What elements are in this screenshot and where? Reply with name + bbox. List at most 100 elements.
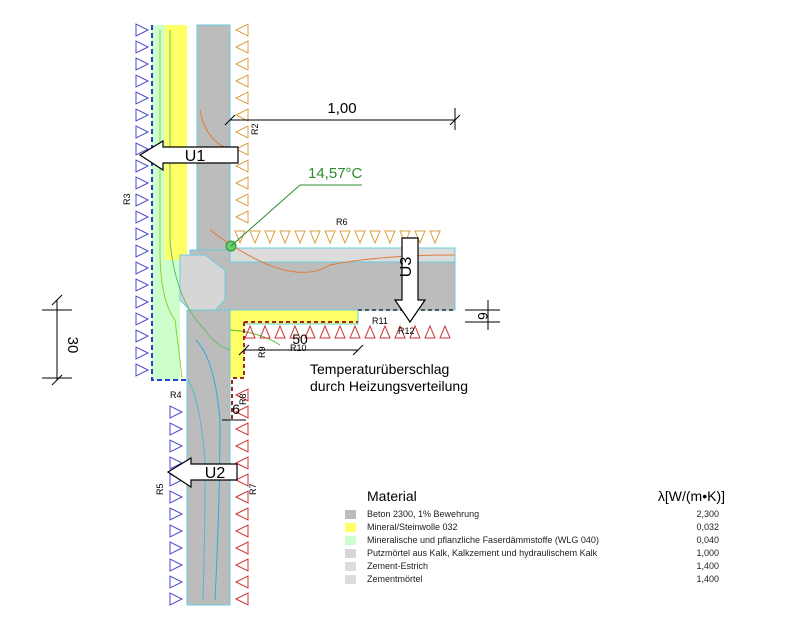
legend-row: Mineralische und pflanzliche Faserdämmst… [345, 534, 725, 547]
boundary-arrow [234, 490, 249, 504]
boundary-arrow [169, 507, 184, 521]
region-r4: R4 [170, 390, 182, 400]
u1-label: U1 [185, 148, 206, 165]
region-r5: R5 [155, 483, 165, 495]
u3-arrow: U3 [393, 237, 427, 324]
boundary-arrow [169, 405, 184, 419]
legend-material-name: Mineral/Steinwolle 032 [367, 522, 458, 532]
legend-lambda-value: 1,400 [696, 574, 719, 584]
dim-tick [51, 374, 63, 386]
legend-swatch [345, 510, 356, 519]
boundary-arrow [234, 524, 249, 538]
boundary-arrow [369, 230, 381, 245]
isotherm-line [187, 379, 206, 601]
annotation-line2: durch Heizungsverteilung [310, 378, 468, 394]
boundary-arrow [354, 230, 366, 245]
u2-arrow: U2 [166, 456, 238, 489]
boundary-arrow [234, 230, 246, 245]
boundary-arrow [294, 230, 306, 245]
boundary-arrow [234, 176, 249, 190]
boundary-arrow [259, 324, 271, 339]
boundary-arrow [244, 324, 256, 339]
boundary-arrow [399, 230, 411, 245]
boundary-arrow [169, 422, 184, 436]
upper-wall-concrete [196, 24, 231, 251]
isotherm-line [169, 30, 231, 351]
legend-material-name: Putzmörtel aus Kalk, Kalkzement und hydr… [367, 548, 598, 558]
lower-wall-concrete [186, 309, 231, 606]
boundary-arrow [135, 363, 150, 377]
boundary-arrow [169, 524, 184, 538]
insulation-yellow-strip [165, 25, 187, 260]
boundary-arrow [274, 324, 286, 339]
boundary-arrow [135, 108, 150, 122]
dim-label-height: 30 [64, 337, 81, 354]
boundary-arrow [135, 329, 150, 343]
isotherm-line [159, 30, 183, 379]
boundary-arrow [289, 324, 301, 339]
temperature-leader [230, 184, 301, 247]
legend-swatch [345, 549, 356, 558]
u2-label: U2 [205, 465, 226, 482]
legend-material-name: Zement-Estrich [367, 561, 429, 571]
annotation-line1: Temperaturüberschlag [310, 361, 449, 377]
screed-layer [229, 247, 456, 263]
boundary-arrow [234, 388, 249, 402]
region-r11: R11 [372, 316, 388, 326]
boundary-arrow [135, 176, 150, 190]
legend-row: Putzmörtel aus Kalk, Kalkzement und hydr… [345, 547, 725, 560]
boundary-arrow [135, 244, 150, 258]
boundary-arrow [135, 346, 150, 360]
boundary-arrow [409, 324, 421, 339]
boundary-arrow [135, 142, 150, 156]
boundary-arrow [394, 324, 406, 339]
boundary-arrow [324, 230, 336, 245]
boundary-arrow [234, 592, 249, 606]
legend-lambda-value: 0,032 [696, 522, 719, 532]
boundary-arrow [379, 324, 391, 339]
legend-lambda-value: 1,400 [696, 561, 719, 571]
boundary-arrow [234, 541, 249, 555]
boundary-arrow [234, 575, 249, 589]
boundary-arrow [169, 575, 184, 589]
legend-swatch [345, 523, 356, 532]
boundary-arrow [234, 473, 249, 487]
legend-material-name: Beton 2300, 1% Bewehrung [367, 509, 480, 519]
boundary-arrow [234, 40, 249, 54]
boundary-arrow [319, 324, 331, 339]
boundary-arrow [135, 159, 150, 173]
boundary-arrow [135, 23, 150, 37]
boundary-arrow [135, 40, 150, 54]
legend-swatch [345, 536, 356, 545]
legend-swatch [345, 562, 356, 571]
dim-label-small-right: 6 [475, 312, 491, 320]
boundary-arrow [135, 74, 150, 88]
boundary-arrow [349, 324, 361, 339]
region-r12: R12 [398, 326, 415, 336]
legend-lambda-value: 1,000 [696, 548, 719, 558]
boundary-arrow [135, 295, 150, 309]
boundary-arrow [439, 324, 451, 339]
boundary-arrow [169, 541, 184, 555]
boundary-arrow [234, 210, 249, 224]
boundary-arrow [169, 439, 184, 453]
dim-tick [224, 114, 236, 126]
boundary-arrow [135, 278, 150, 292]
lower-insulation-yellow [230, 320, 244, 378]
material-legend: Material λ[W/(m•K)] Beton 2300, 1% Beweh… [345, 488, 725, 586]
isotherm-line [229, 329, 281, 346]
boundary-arrow [364, 324, 376, 339]
boundary-arrow [135, 312, 150, 326]
boundary-arrow [234, 108, 249, 122]
legend-material-name: Mineralische und pflanzliche Faserdämmst… [367, 535, 599, 545]
boundary-arrow [169, 456, 184, 470]
boundary-arrow [234, 91, 249, 105]
boundary-arrow [384, 230, 396, 245]
boundary-arrow [234, 558, 249, 572]
legend-lambda-value: 0,040 [696, 535, 719, 545]
region-r9: R9 [257, 346, 267, 358]
dim-tick [238, 344, 250, 356]
dim-tick [51, 294, 63, 306]
